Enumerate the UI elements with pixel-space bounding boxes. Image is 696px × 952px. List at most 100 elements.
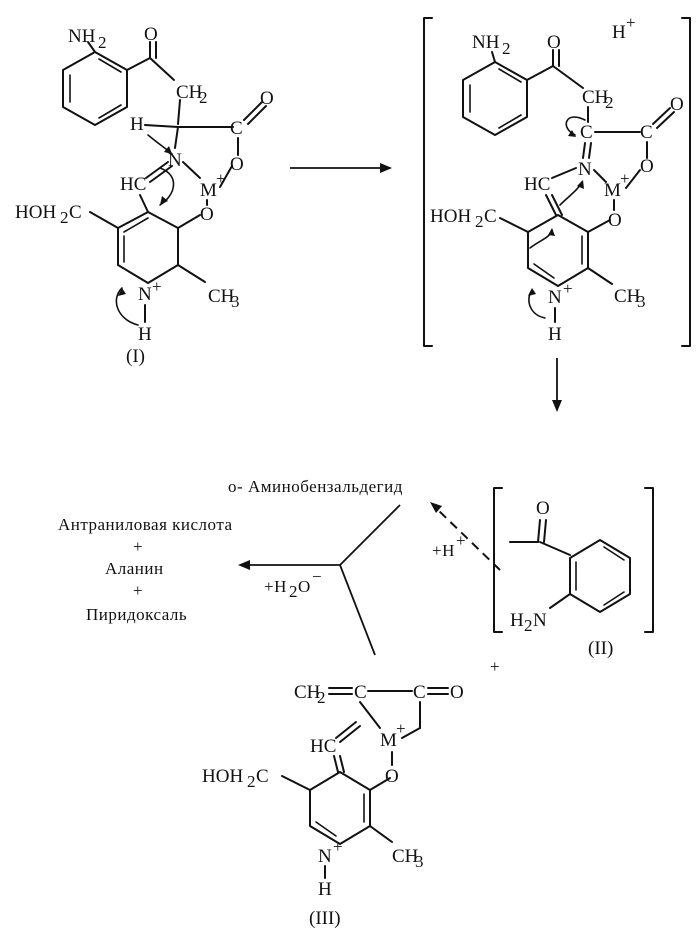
- molecule-III-hc: HC: [310, 736, 336, 757]
- svg-text:+: +: [333, 837, 343, 856]
- intermediate-h-plus: H: [612, 22, 626, 43]
- svg-text:−: −: [312, 567, 322, 586]
- molecule-I-h: H: [130, 114, 144, 135]
- pyridoxal-label: Пиридоксаль: [86, 605, 187, 624]
- svg-text:2: 2: [289, 582, 298, 601]
- products-text: о- Аминобензальдегид Антраниловая кислот…: [58, 477, 403, 624]
- molecule-III-c-mid: C: [354, 682, 367, 703]
- svg-text:3: 3: [415, 852, 424, 871]
- molecule-I-keto-oxygen: O: [144, 24, 158, 45]
- molecule-II-right-bracket: [644, 487, 654, 633]
- molecule-I-ring-n: N: [138, 284, 152, 305]
- molecule-I-ch3: CH: [208, 286, 235, 307]
- molecule-I-carb-c: C: [230, 118, 243, 139]
- molecule-III-pyridine-ring: [309, 771, 371, 845]
- intermediate-left-bracket: [423, 17, 433, 347]
- svg-text:2: 2: [60, 208, 69, 227]
- molecule-III: CH 2 C C O M + HC O HOH 2 C N + H CH: [202, 682, 464, 929]
- molecule-I-link-oxygen: O: [230, 154, 244, 175]
- molecule-I-pyridine-ring: [117, 211, 179, 284]
- molecule-III-c-co: C: [413, 682, 426, 703]
- molecule-I-hoh2c: HOH: [15, 202, 56, 223]
- molecule-II-benzene-ring: [569, 539, 631, 613]
- alanine-label: Аланин: [105, 559, 164, 578]
- molecule-III-ring-oxygen: O: [385, 766, 399, 787]
- molecule-III-metal: M: [380, 730, 397, 751]
- svg-text:2: 2: [502, 39, 511, 58]
- intermediate-carb-c: C: [640, 122, 653, 143]
- intermediate-carb-oxygen: O: [670, 94, 684, 115]
- intermediate-right-bracket: [681, 17, 691, 347]
- svg-text:2: 2: [475, 212, 484, 231]
- molecule-II-h2n: H: [510, 610, 524, 631]
- intermediate-n: N: [578, 159, 592, 180]
- intermediate: H + NH 2 O CH 2 C C O O N M +: [423, 13, 691, 347]
- intermediate-ring-oxygen: O: [608, 210, 622, 231]
- svg-text:2: 2: [524, 616, 533, 635]
- svg-text:+: +: [456, 531, 466, 550]
- svg-text:+: +: [152, 277, 162, 296]
- molecule-III-ch2: CH: [294, 682, 321, 703]
- molecule-I: NH 2 O CH 2 H C O O N M + HC: [15, 24, 274, 367]
- molecule-I-label: (I): [126, 346, 145, 367]
- svg-text:O: O: [298, 577, 311, 596]
- molecule-III-oxygen: O: [450, 682, 464, 703]
- aminobenzaldehyde-prefix: о-: [228, 477, 243, 496]
- svg-text:3: 3: [231, 292, 240, 311]
- aminobenzaldehyde-label: Аминобензальдегид: [248, 477, 403, 496]
- plus-sign-2: +: [133, 581, 143, 600]
- molecule-I-carb-oxygen: O: [260, 88, 274, 109]
- intermediate-benzene-ring: [462, 61, 528, 136]
- molecule-II-label: (II): [588, 638, 613, 659]
- intermediate-pyridine-ring: [527, 214, 589, 287]
- plus-h-label: +H: [432, 541, 455, 560]
- intermediate-metal: M: [604, 180, 621, 201]
- intermediate-ch2: CH: [582, 87, 609, 108]
- molecule-III-label: (III): [309, 908, 341, 929]
- molecule-II: O H 2 N (II): [493, 487, 654, 659]
- molecule-III-n-h: H: [318, 879, 332, 900]
- plus-sign-1: +: [133, 537, 143, 556]
- svg-text:+: +: [626, 13, 636, 32]
- molecule-I-hc: HC: [120, 174, 146, 195]
- svg-text:+: +: [396, 719, 406, 738]
- svg-text:C: C: [484, 206, 497, 227]
- svg-text:2: 2: [247, 772, 256, 791]
- anthranilic-acid-label: Антраниловая кислота: [58, 515, 233, 534]
- molecule-I-ch2: CH: [176, 82, 203, 103]
- intermediate-ring-n: N: [548, 287, 562, 308]
- intermediate-hc: HC: [524, 174, 550, 195]
- svg-text:2: 2: [317, 688, 326, 707]
- convergence-arrow: +H 2 O −: [238, 504, 401, 656]
- molecule-I-n-h: H: [138, 324, 152, 345]
- svg-text:2: 2: [199, 88, 208, 107]
- intermediate-hoh2c: HOH: [430, 206, 471, 227]
- svg-text:N: N: [533, 610, 547, 631]
- svg-text:+: +: [620, 169, 630, 188]
- plus-h2o-label: +H: [264, 577, 287, 596]
- svg-text:C: C: [256, 766, 269, 787]
- dashed-arrow: +H +: [430, 502, 501, 571]
- molecule-I-nh2: NH: [68, 26, 96, 47]
- svg-text:C: C: [69, 202, 82, 223]
- svg-text:3: 3: [637, 292, 646, 311]
- molecule-II-oxygen: O: [536, 498, 550, 519]
- svg-text:2: 2: [98, 33, 107, 52]
- intermediate-link-oxygen: O: [640, 156, 654, 177]
- molecule-I-metal: M: [200, 180, 217, 201]
- molecule-III-ring-n: N: [318, 846, 332, 867]
- intermediate-n-h: H: [548, 324, 562, 345]
- molecule-III-ch3: CH: [392, 846, 419, 867]
- molecule-II-left-bracket: [493, 487, 503, 633]
- reaction-arrow-1: [290, 163, 392, 173]
- molecule-I-benzene-ring: [62, 51, 128, 126]
- intermediate-ch3: CH: [614, 286, 641, 307]
- molecule-I-ring-oxygen: O: [200, 204, 214, 225]
- intermediate-keto-oxygen: O: [547, 32, 561, 53]
- reaction-arrow-2: [552, 358, 562, 412]
- svg-text:2: 2: [605, 93, 614, 112]
- plus-between-products: +: [490, 657, 500, 676]
- svg-text:+: +: [216, 169, 226, 188]
- svg-text:+: +: [563, 279, 573, 298]
